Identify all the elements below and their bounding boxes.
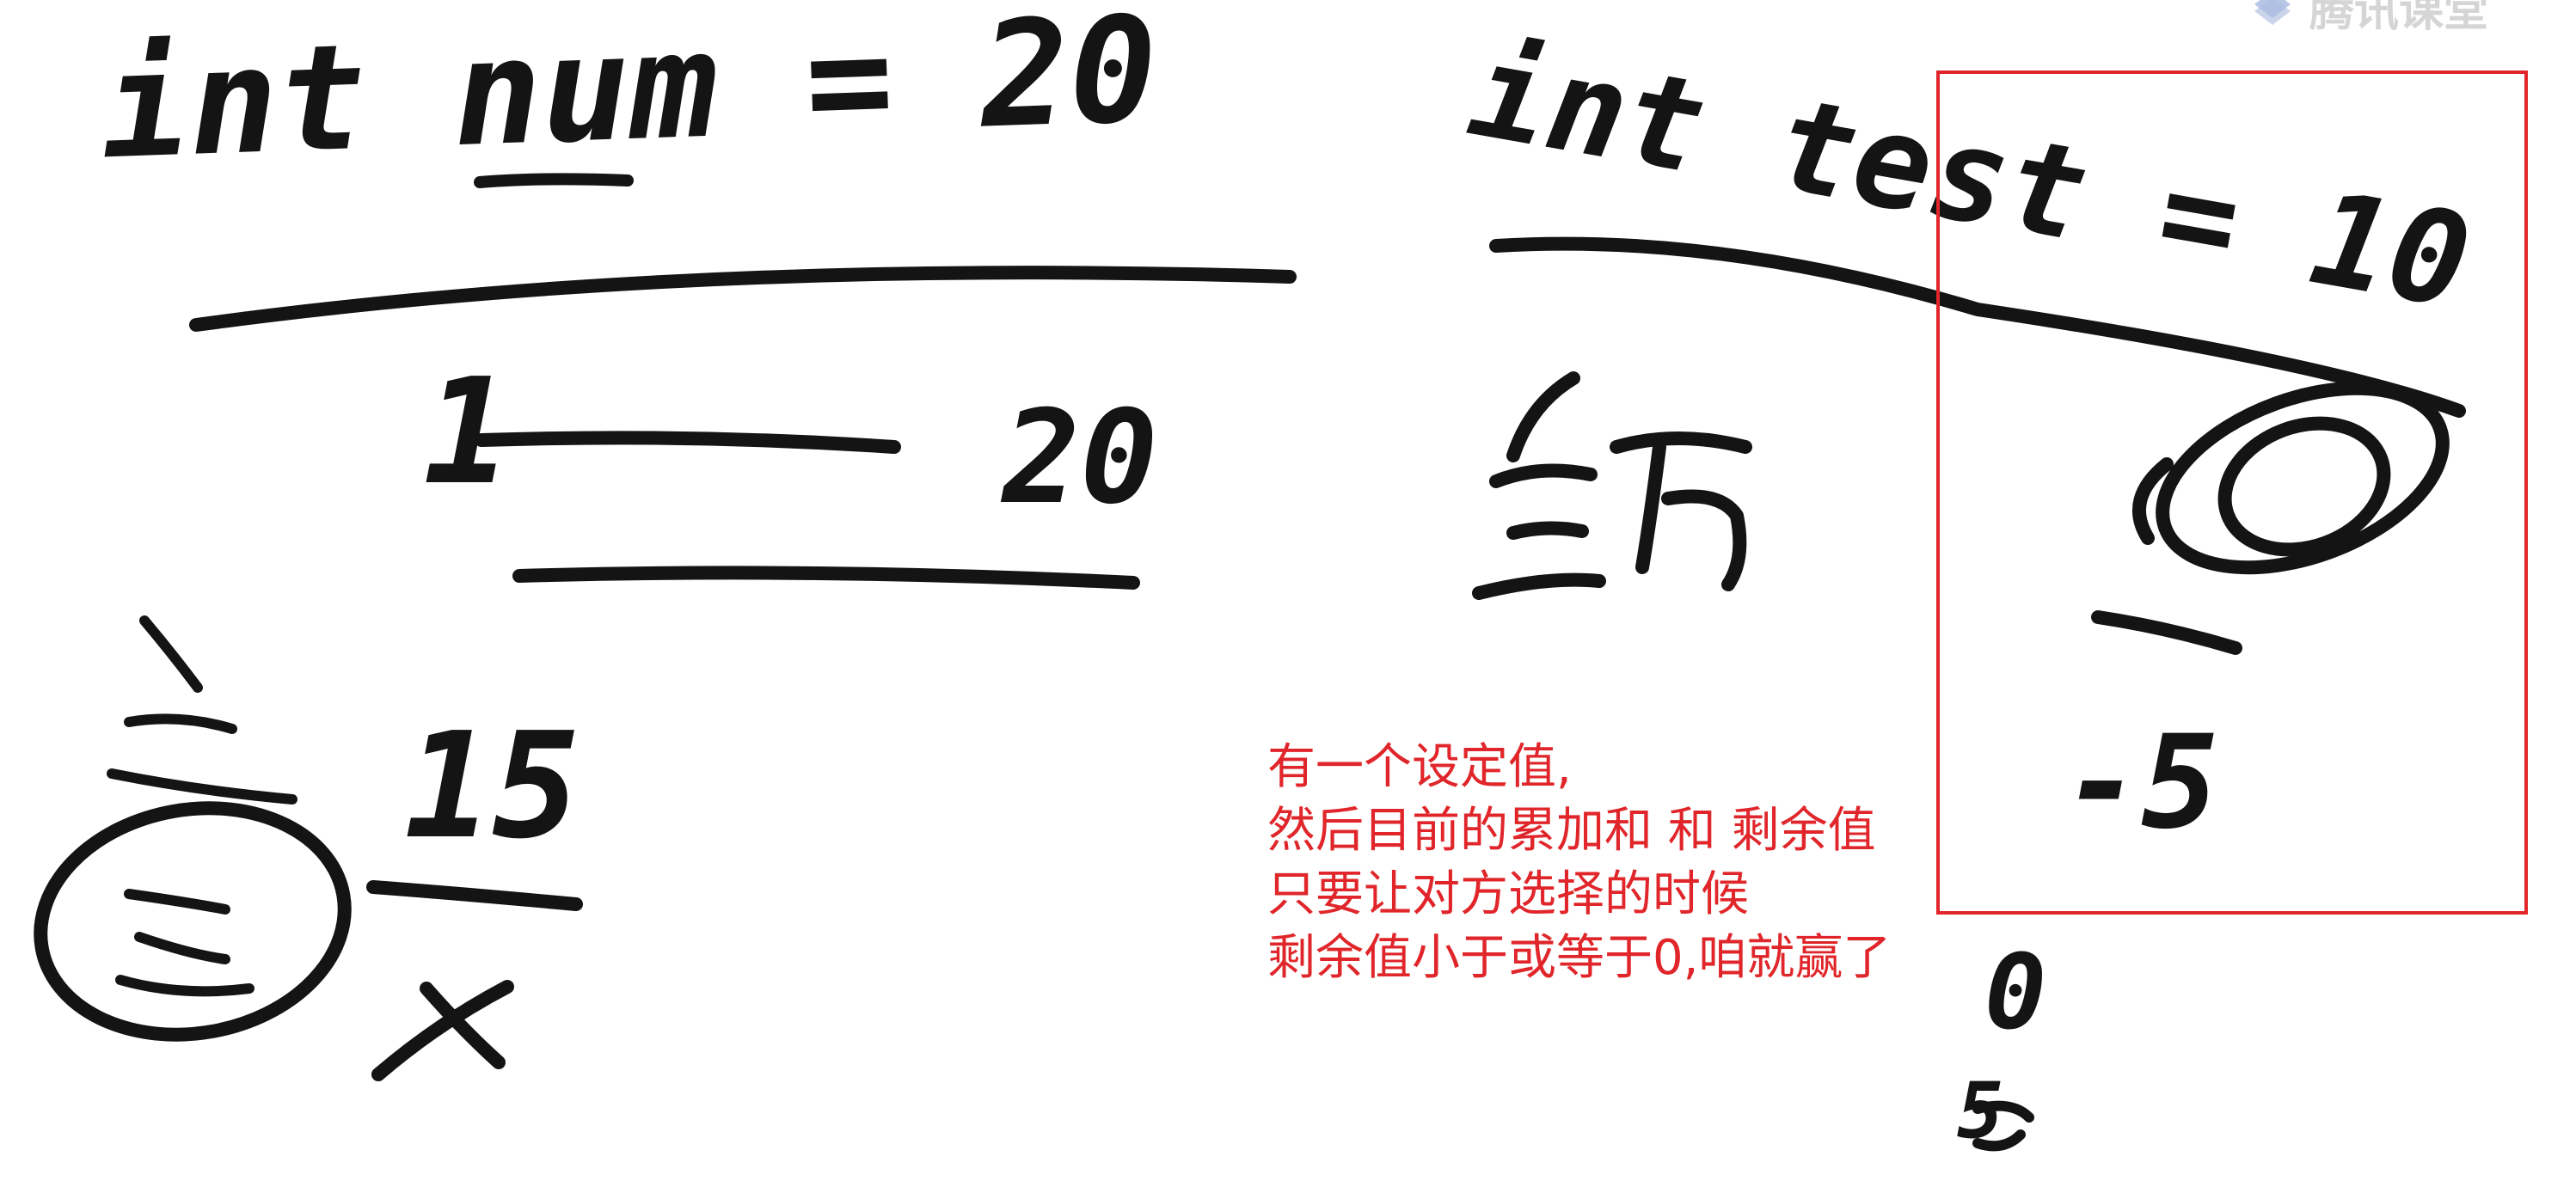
annotation-text: 有一个设定值, 然后目前的累加和 和 剩余值 只要让对方选择的时候 剩余值小于或… — [1267, 736, 1891, 990]
range-start: 1 — [423, 347, 512, 517]
left-long-line — [189, 266, 1297, 332]
bottom-five: 5 — [1957, 1066, 2004, 1156]
cross-stroke-1 — [371, 980, 514, 1081]
watermark: 腾讯课堂 — [2248, 0, 2488, 39]
code-line-num: int num = 20 — [98, 0, 1161, 193]
range-dash — [475, 431, 901, 454]
left-char-inner — [115, 889, 255, 997]
right-value-minus-five: -5 — [2064, 708, 2219, 858]
bottom-zero: 0 — [1984, 933, 2047, 1053]
range-end: 20 — [1003, 383, 1158, 533]
bottom-small-mark — [1972, 1100, 2034, 1152]
range-underline — [512, 566, 1140, 590]
left-number: 15 — [404, 701, 580, 872]
left-circle — [34, 801, 352, 1042]
circled-zero-outer — [2217, 416, 2391, 557]
watermark-text: 腾讯课堂 — [2309, 0, 2489, 37]
cjk-char-strokes — [1472, 371, 1752, 600]
annotation-line-1: 有一个设定值, — [1267, 739, 1572, 795]
left-dash — [366, 880, 583, 911]
right-dash — [2091, 610, 2242, 655]
right-long-line — [1489, 236, 2466, 418]
annotation-line-3: 只要让对方选择的时候 — [1267, 866, 1749, 922]
circle-tail — [2131, 457, 2174, 545]
num-underline — [474, 173, 634, 188]
highlight-box — [1936, 70, 2528, 915]
cross-stroke-2 — [420, 982, 506, 1069]
left-char-top — [107, 615, 297, 805]
cloud-logo-icon — [2254, 0, 2291, 25]
annotation-line-4: 剩余值小于或等于0,咱就赢了 — [1267, 930, 1892, 986]
annotation-line-2: 然后目前的累加和 和 剩余值 — [1267, 803, 1876, 859]
circled-zero-inner — [2156, 381, 2450, 575]
